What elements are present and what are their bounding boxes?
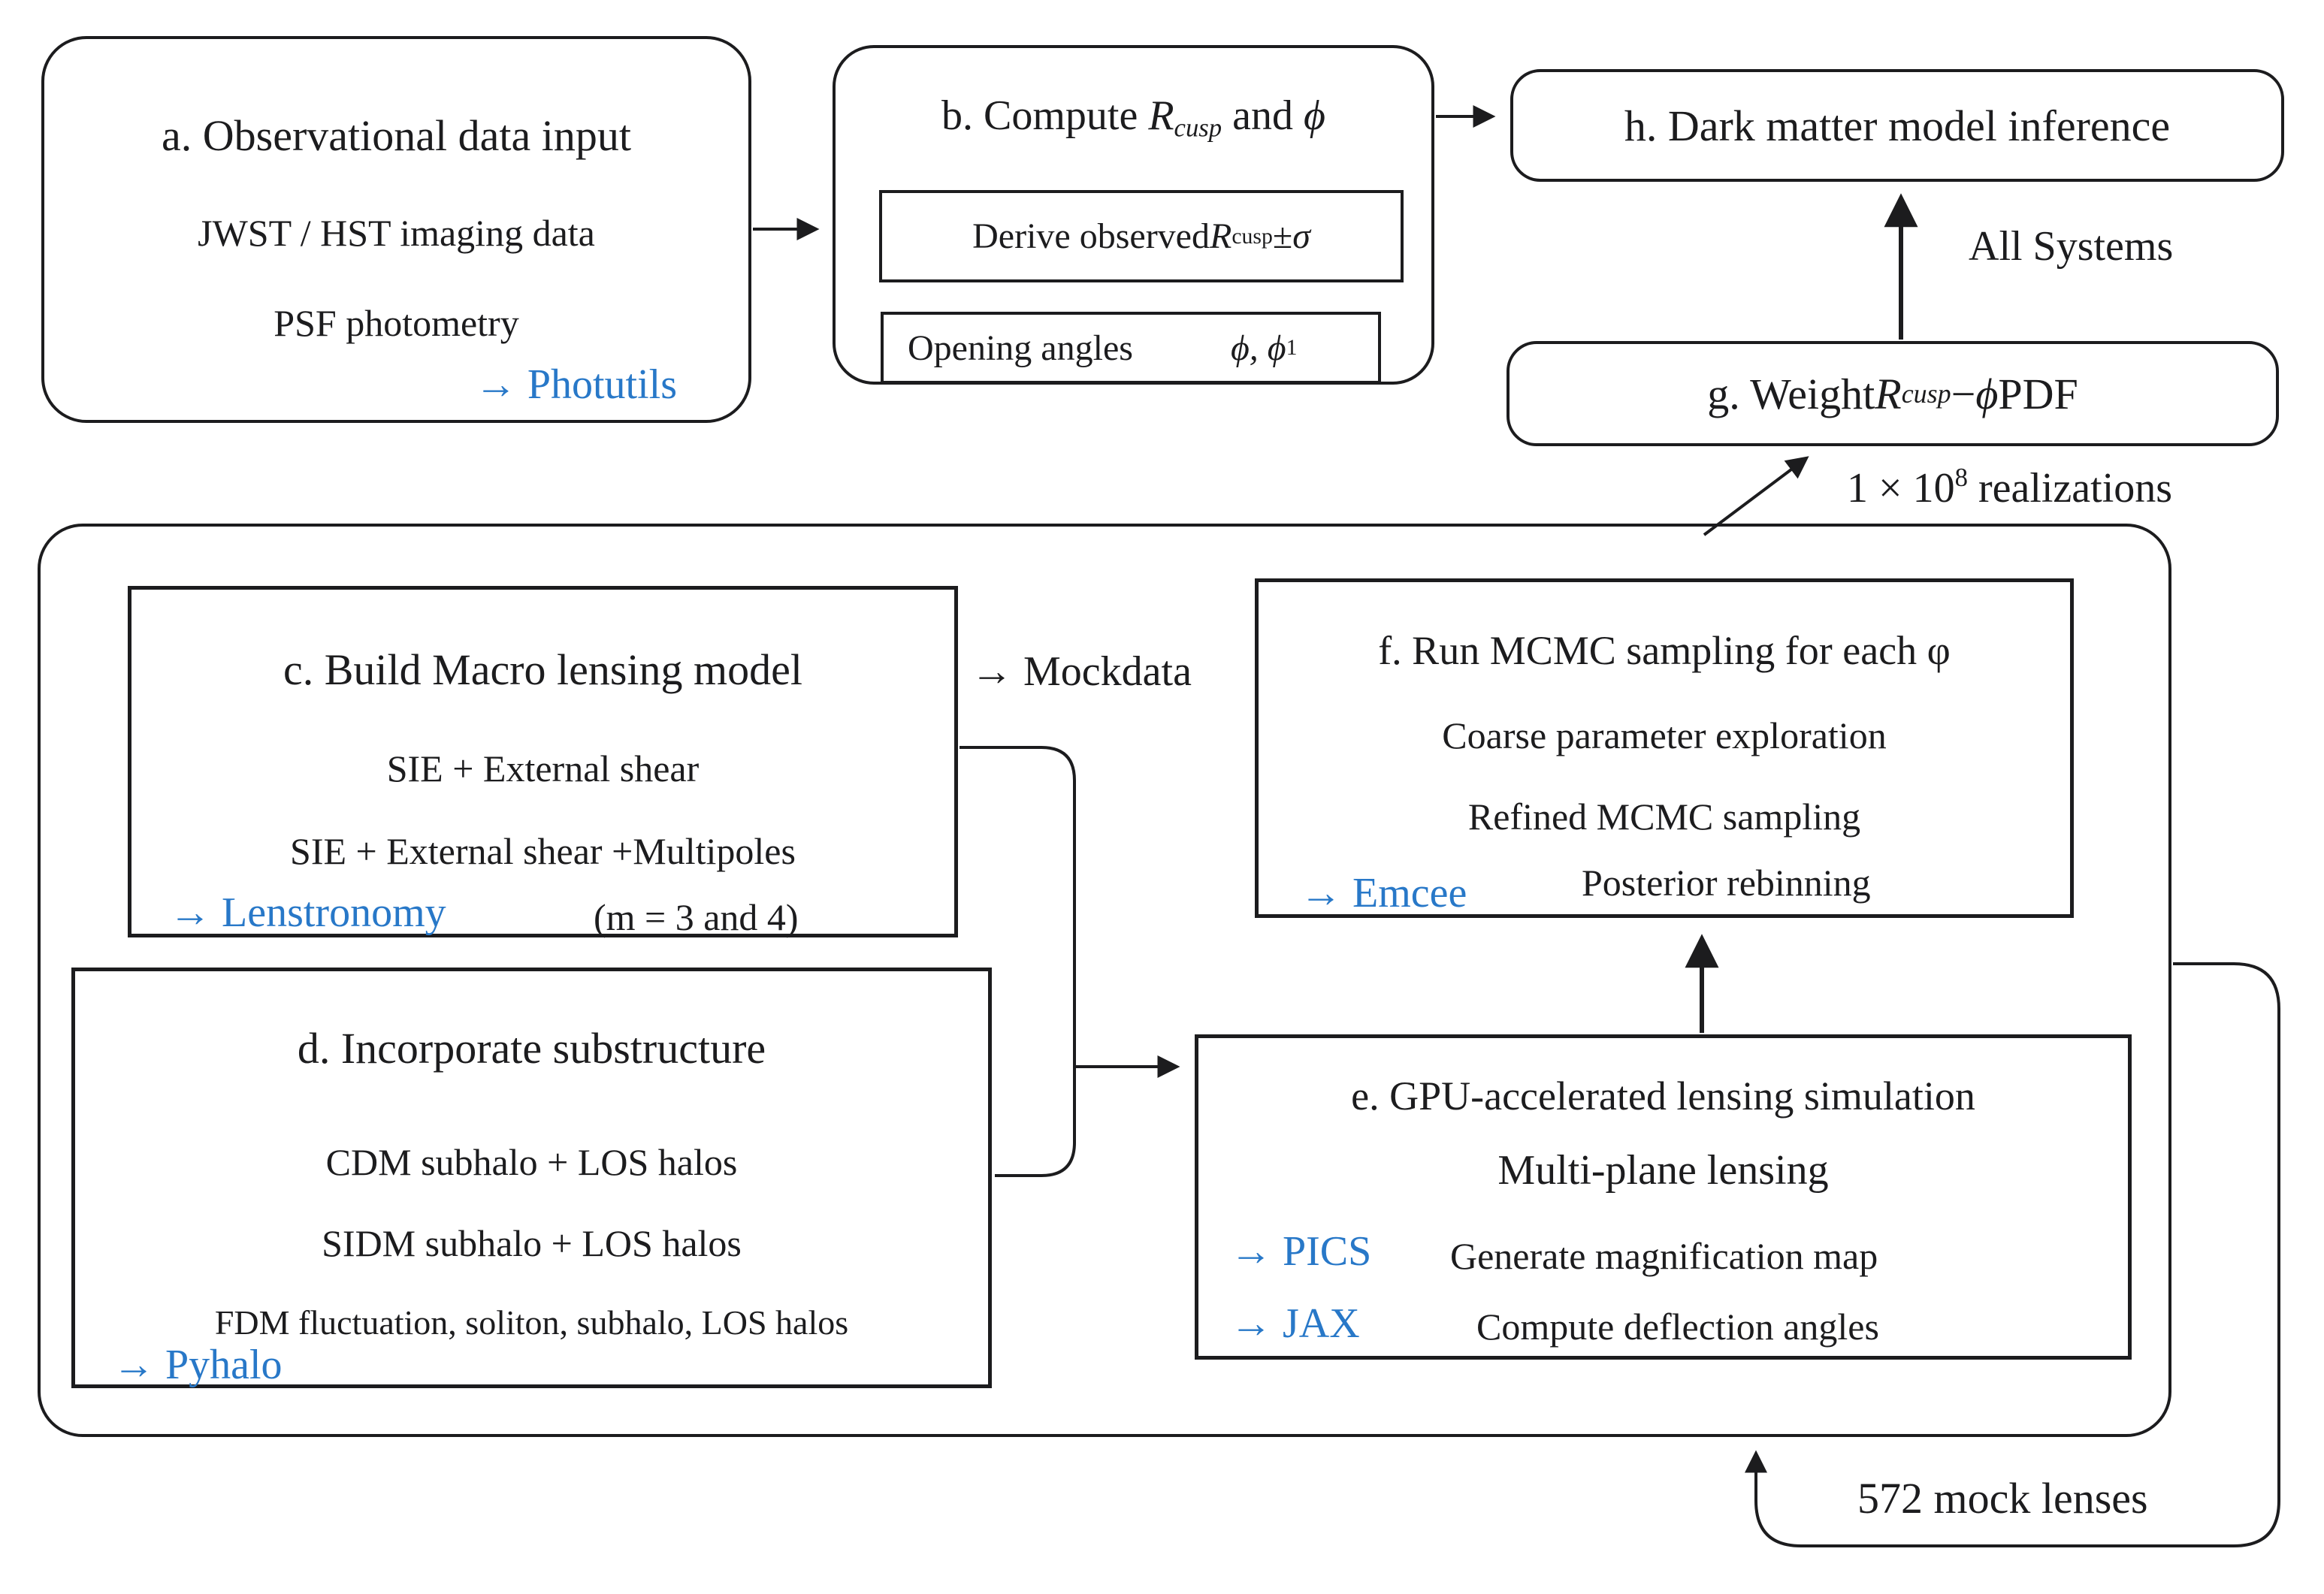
box-c-title: c. Build Macro lensing model bbox=[283, 645, 803, 694]
box-run-mcmc-sampling: f. Run MCMC sampling for each φ Coarse p… bbox=[1255, 578, 2074, 918]
box-c-line-sie-multipoles: SIE + External shear +Multipoles bbox=[290, 830, 796, 872]
label-mockdata: → Mockdata bbox=[971, 648, 1192, 695]
box-gpu-lensing-simulation: e. GPU-accelerated lensing simulation Mu… bbox=[1195, 1034, 2132, 1360]
opening-angles-label: Opening angles bbox=[908, 328, 1133, 368]
label-realizations: 1 × 108 realizations bbox=[1847, 463, 2172, 512]
box-e-title: e. GPU-accelerated lensing simulation bbox=[1351, 1073, 1975, 1119]
box-f-line-posterior: Posterior rebinning bbox=[1582, 862, 1871, 904]
box-b-title-mid: and bbox=[1222, 92, 1304, 139]
box-a-tool-photutils: → Photutils bbox=[474, 361, 677, 408]
label-all-systems: All Systems bbox=[1969, 223, 2174, 270]
box-b-title-var-sub: cusp bbox=[1174, 113, 1222, 143]
box-e-line-deflection: Compute deflection angles bbox=[1476, 1306, 1879, 1348]
box-g-var-sub: cusp bbox=[1901, 379, 1951, 409]
box-dark-matter-inference: h. Dark matter model inference bbox=[1510, 69, 2284, 182]
box-a-line-psf: PSF photometry bbox=[274, 302, 519, 344]
box-g-var: R bbox=[1875, 369, 1902, 418]
box-g-prefix: g. Weight bbox=[1707, 369, 1875, 418]
box-h-title: h. Dark matter model inference bbox=[1624, 101, 2171, 150]
label-mock-lenses: 572 mock lenses bbox=[1857, 1474, 2148, 1523]
box-observational-data-input: a. Observational data input JWST / HST i… bbox=[41, 36, 751, 423]
box-f-line-refined: Refined MCMC sampling bbox=[1467, 795, 1861, 838]
feedback-loop bbox=[1745, 962, 2280, 1547]
box-c-tool-lenstronomy: → Lenstronomy bbox=[169, 889, 446, 936]
box-incorporate-substructure: d. Incorporate substructure CDM subhalo … bbox=[71, 968, 992, 1388]
box-a-line-imaging: JWST / HST imaging data bbox=[198, 212, 595, 254]
arrow-container-to-g bbox=[1703, 456, 1809, 536]
box-b-title: b. Compute Rcusp and ϕ bbox=[836, 92, 1431, 143]
box-f-tool-emcee: → Emcee bbox=[1300, 870, 1467, 916]
derive-sigma: σ bbox=[1292, 216, 1310, 256]
box-e-line-magnification: Generate magnification map bbox=[1450, 1235, 1878, 1277]
box-d-tool-pyhalo: → Pyhalo bbox=[113, 1342, 283, 1388]
opening-angles-phi-sub: 1 bbox=[1286, 335, 1298, 360]
derive-label: Derive observed bbox=[972, 216, 1210, 256]
box-d-line-cdm: CDM subhalo + LOS halos bbox=[325, 1141, 738, 1183]
connector-c-d-bus bbox=[960, 746, 1076, 1177]
box-b-title-prefix: b. Compute bbox=[941, 92, 1149, 139]
box-e-tool-pics: → PICS bbox=[1230, 1228, 1372, 1275]
box-d-line-fdm: FDM fluctuation, soliton, subhalo, LOS h… bbox=[214, 1303, 849, 1342]
box-b-title-phi: ϕ bbox=[1304, 92, 1326, 139]
realizations-base: 1 × 10 bbox=[1847, 464, 1955, 512]
box-e-tool-jax: → JAX bbox=[1230, 1300, 1360, 1347]
simulation-pipeline-container bbox=[38, 524, 2171, 1437]
box-f-line-coarse: Coarse parameter exploration bbox=[1442, 714, 1887, 756]
box-g-minus: − bbox=[1951, 369, 1976, 418]
derive-var-sub: cusp bbox=[1232, 223, 1273, 249]
derive-var: R bbox=[1209, 216, 1232, 256]
box-d-line-sidm: SIDM subhalo + LOS halos bbox=[322, 1222, 742, 1264]
box-d-title: d. Incorporate substructure bbox=[297, 1024, 766, 1073]
box-c-multipole-note: (m = 3 and 4) bbox=[594, 896, 799, 938]
realizations-exponent: 8 bbox=[1954, 463, 1968, 492]
box-g-suffix: PDF bbox=[1998, 369, 2078, 418]
realizations-rest: realizations bbox=[1967, 464, 2173, 512]
box-g-phi: ϕ bbox=[1975, 369, 1999, 418]
box-e-line-multiplane: Multi-plane lensing bbox=[1497, 1147, 1829, 1194]
box-b-title-var: R bbox=[1148, 92, 1174, 139]
box-a-title: a. Observational data input bbox=[162, 111, 631, 160]
box-c-line-sie: SIE + External shear bbox=[386, 747, 700, 789]
box-compute-rcusp-phi: b. Compute Rcusp and ϕ Derive observed R… bbox=[833, 45, 1434, 385]
opening-angles-phi: ϕ, ϕ bbox=[1230, 328, 1286, 368]
box-f-title: f. Run MCMC sampling for each φ bbox=[1378, 628, 1951, 673]
derive-pm: ± bbox=[1272, 216, 1293, 256]
box-build-macro-lensing-model: c. Build Macro lensing model SIE + Exter… bbox=[128, 586, 958, 938]
